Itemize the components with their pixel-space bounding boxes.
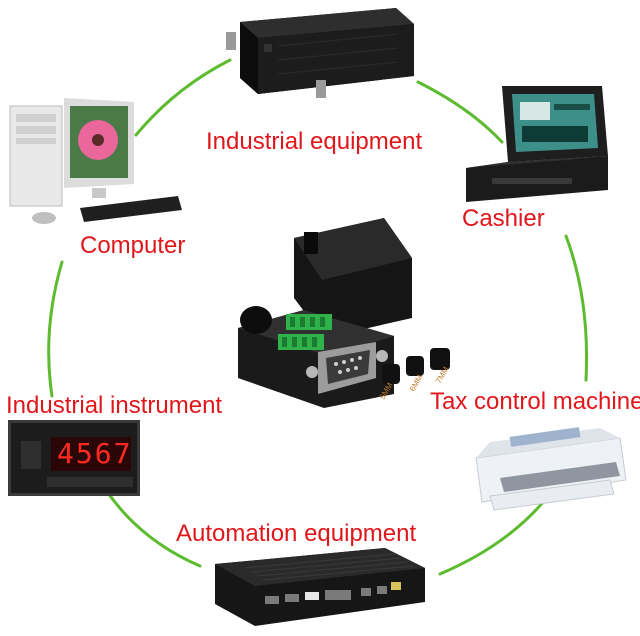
desktop-computer-icon (9, 98, 182, 224)
panel-meter-icon: 4567 (8, 420, 140, 496)
industrial-rack-server-icon (226, 8, 414, 98)
label-automation-equipment: Automation equipment (176, 520, 417, 547)
label-cashier: Cashier (462, 205, 545, 232)
meter-readout: 4567 (57, 437, 133, 470)
db9-terminal-connector-icon: 5MM 6MM 7MM (238, 218, 451, 408)
dot-matrix-printer-icon (475, 427, 627, 511)
ring-arc-left (47, 260, 64, 398)
meter-display-window (51, 437, 131, 471)
rugged-laptop-icon (466, 86, 608, 202)
fanless-box-pc-icon (215, 548, 425, 626)
ring-arc-bottom-left (104, 488, 202, 568)
label-industrial-equipment: Industrial equipment (206, 128, 423, 155)
label-tax-control-machine: Tax control machine (430, 388, 640, 415)
meter-button-strip (47, 477, 133, 487)
meter-indicator-leds (21, 441, 41, 469)
ring-arc-right (564, 234, 589, 382)
ring-arc-top-right (416, 80, 504, 144)
label-computer: Computer (80, 232, 186, 259)
label-industrial-instrument: Industrial instrument (6, 392, 223, 419)
ring-arc-top-left (134, 58, 232, 137)
